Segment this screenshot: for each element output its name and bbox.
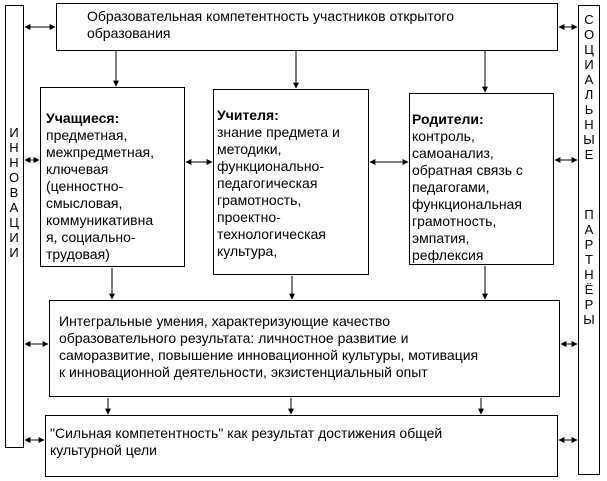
innovations-letter: И [9, 245, 19, 260]
students-title: Учащиеся: [46, 110, 120, 126]
social-letter: О [583, 27, 595, 42]
teachers-title: Учителя: [217, 107, 279, 123]
parents-body: контроль, самоанализ, обратная связь с п… [412, 128, 523, 263]
innovations-letter: Ц [9, 215, 19, 230]
top-box [56, 3, 558, 51]
teachers-text: Учителя:знание предмета и методики, функ… [217, 90, 367, 260]
parents-box [409, 93, 554, 265]
partners-letter: А [584, 222, 594, 237]
social-letter: С [584, 12, 594, 27]
innovations-letter: Н [9, 155, 19, 170]
teachers-box [213, 89, 369, 275]
innovations-letter: В [9, 185, 19, 200]
students-body: предметная, межпредметная, ключевая (цен… [46, 127, 154, 262]
innovations-bar [5, 5, 24, 448]
teachers-body: знание предмета и методики, функциональн… [217, 124, 340, 259]
social-letter: А [584, 72, 594, 87]
partners-letter: Т [585, 252, 593, 267]
partners-letter: Н [584, 267, 594, 282]
innovations-letter: А [9, 200, 19, 215]
partners-letter: Р [584, 297, 594, 312]
parents-title: Родители: [412, 111, 484, 127]
partners-letter: Ё [584, 282, 594, 297]
top-box-text: Образовательная компетентность участнико… [87, 8, 454, 41]
strong-competence-text: "Сильная компетентность" как результат д… [50, 425, 443, 458]
partners-letter: Ы [583, 312, 595, 327]
partners-letter: П [584, 207, 594, 222]
social-letter: Ц [584, 42, 594, 57]
strong-competence-box [45, 415, 558, 477]
social-letter: Е [584, 147, 594, 162]
social-partners-bar [578, 5, 600, 475]
parents-text: Родители:контроль, самоанализ, обратная … [412, 94, 552, 264]
social-letter: И [584, 57, 594, 72]
partners-letter: Р [584, 237, 594, 252]
innovations-letter: И [9, 125, 19, 140]
students-text: Учащиеся:предметная, межпредметная, ключ… [46, 93, 182, 263]
students-box [40, 87, 185, 267]
innovations-letter: Н [9, 140, 19, 155]
integral-text: Интегральные умения, характеризующие кач… [59, 313, 479, 380]
social-letter: Ы [583, 132, 595, 147]
social-letter: Л [584, 87, 594, 102]
social-letter: Н [584, 117, 594, 132]
innovations-letter: И [9, 230, 19, 245]
innovations-letter: О [8, 170, 20, 185]
integral-box [49, 300, 560, 397]
social-letter: Ь [584, 102, 594, 117]
